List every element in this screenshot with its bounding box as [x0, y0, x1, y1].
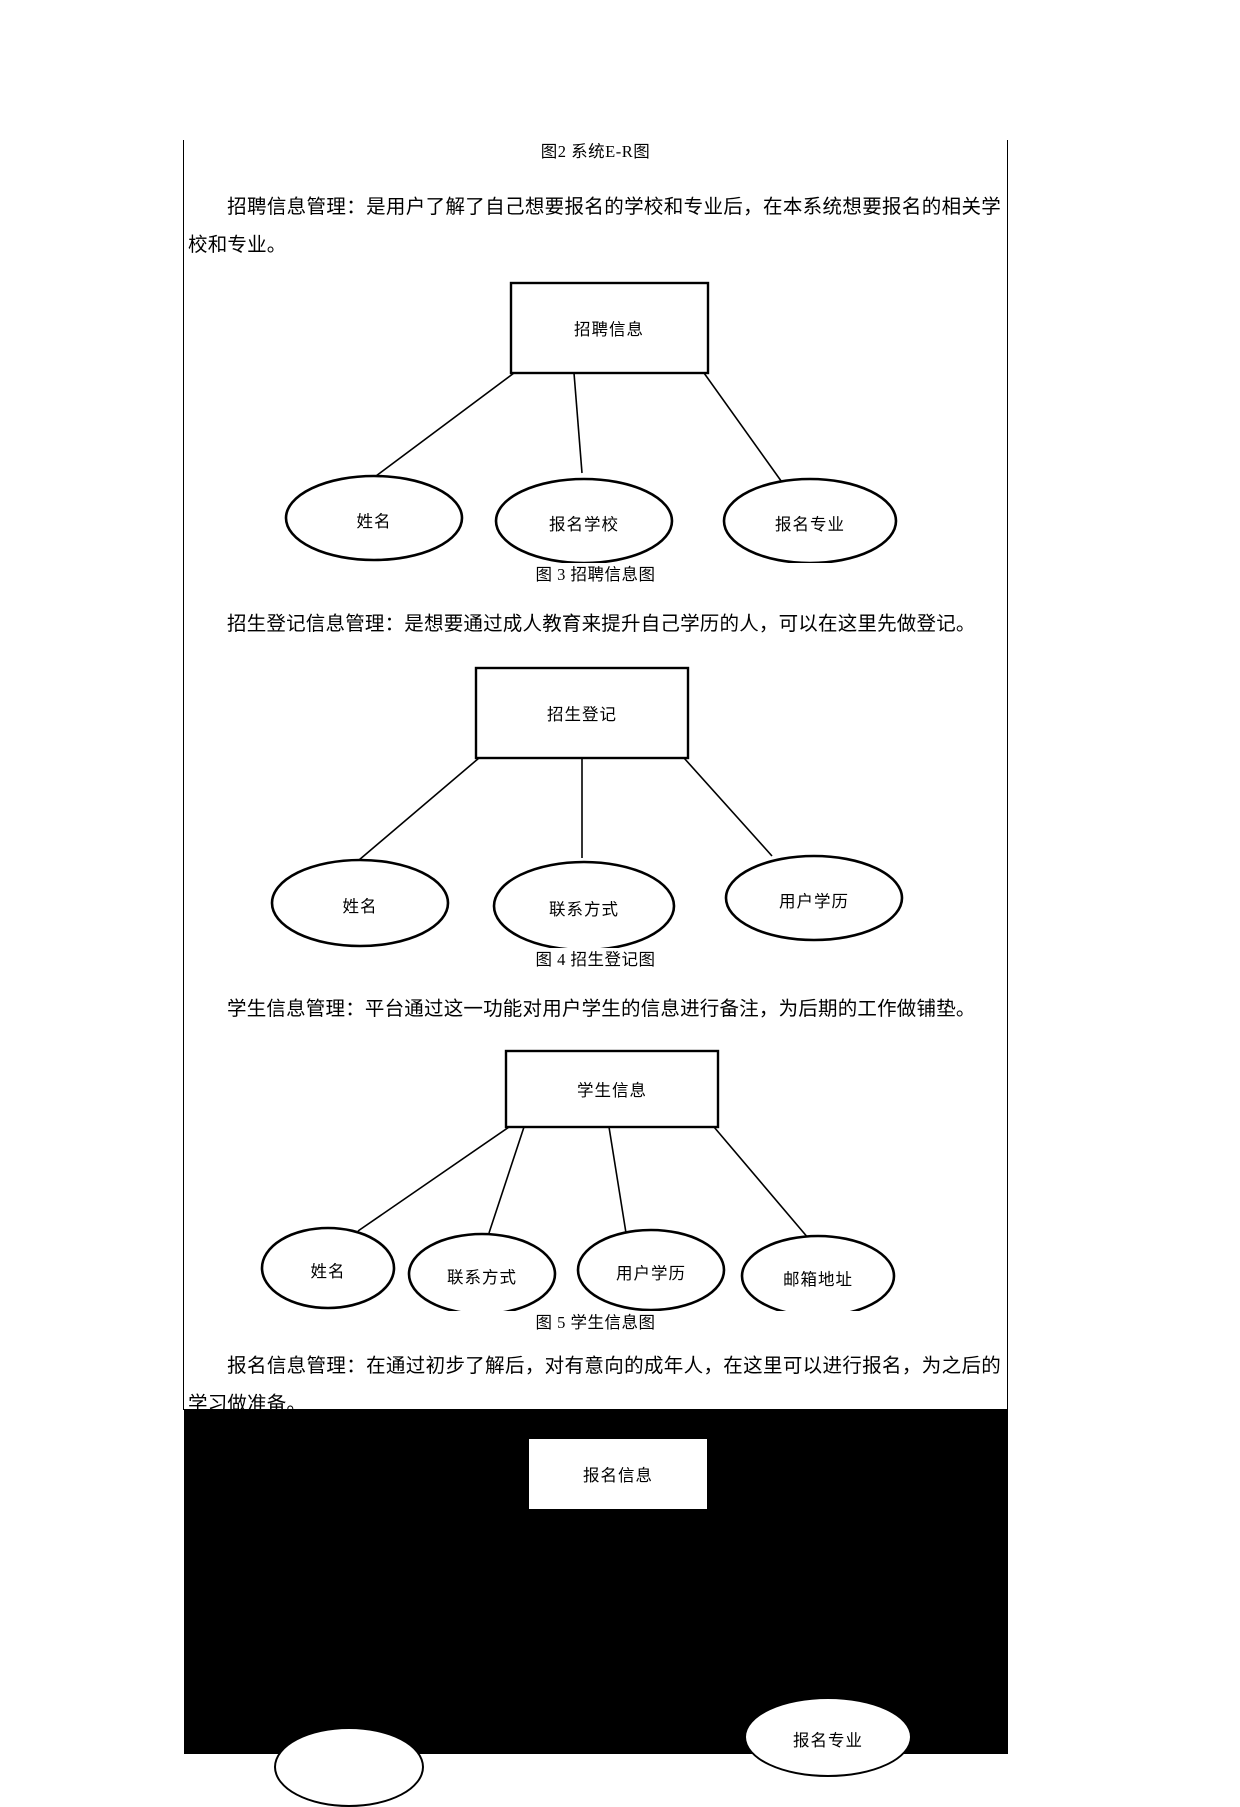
attribute-ellipse-1 [260, 1227, 396, 1310]
paragraph-text: 招聘信息管理：是用户了解了自己想要报名的学校和专业后，在本系统想要报名的相关学校… [188, 197, 1001, 257]
entity-label: 招生登记 [547, 705, 617, 725]
figure-2-caption: 图2 系统E-R图 [540, 142, 651, 161]
entity-box-registration [528, 1438, 708, 1510]
connector-line-3 [608, 1127, 627, 1234]
attribute-label-1: 姓名 [356, 512, 392, 532]
attribute-ellipse-registration-extra [274, 1727, 424, 1807]
connector-line-1 [357, 1126, 510, 1233]
attribute-label-1: 姓名 [342, 897, 378, 917]
paragraph-enrollment-registration: 招生登记信息管理：是想要通过成人教育来提升自己学历的人，可以在这里先做登记。 [184, 606, 1007, 644]
attribute-ellipse-3 [722, 477, 898, 564]
attribute-label-2: 联系方式 [447, 1268, 517, 1288]
attribute-label-2: 报名学校 [549, 515, 619, 535]
page-content: 图2 系统E-R图 招聘信息管理：是用户了解了自己想要报名的学校和专业后，在本系… [184, 140, 1007, 1424]
attribute-ellipse-3 [576, 1229, 726, 1312]
attribute-ellipse-2 [407, 1233, 557, 1312]
attribute-label-1: 姓名 [310, 1262, 346, 1282]
attribute-label-3: 用户学历 [779, 892, 849, 912]
figure-4-caption: 图 4 招生登记图 [535, 950, 656, 970]
paragraph-text: 报名信息管理：在通过初步了解后，对有意向的成年人，在这里可以进行报名，为之后的学… [188, 1356, 1001, 1416]
entity-box [504, 1050, 720, 1129]
connector-line-3 [683, 757, 773, 857]
attribute-label-registration-major: 报名专业 [793, 1731, 863, 1750]
figure-5-caption: 图 5 学生信息图 [535, 1313, 656, 1333]
scan-artifact-black-band: 报名信息 报名专业 [184, 1409, 1008, 1807]
document-page: 图2 系统E-R图 招聘信息管理：是用户了解了自己想要报名的学校和专业后，在本系… [183, 140, 1008, 1807]
connector-line-1 [371, 372, 515, 480]
paragraph-text: 招生登记信息管理：是想要通过成人教育来提升自己学历的人，可以在这里先做登记。 [227, 614, 976, 636]
page-rule-left [183, 140, 184, 1410]
attribute-ellipse-4 [740, 1235, 896, 1312]
connector-line-2 [488, 1127, 525, 1234]
entity-label-registration: 报名信息 [583, 1466, 653, 1485]
paragraph-recruitment-info: 招聘信息管理：是用户了解了自己想要报名的学校和专业后，在本系统想要报名的相关学校… [184, 189, 1007, 265]
attribute-ellipse-1 [270, 858, 450, 948]
attribute-label-2: 联系方式 [549, 900, 619, 920]
connector-line-4 [713, 1126, 810, 1240]
connector-line-3 [703, 372, 785, 486]
entity-label: 招聘信息 [574, 320, 644, 340]
page-rule-right [1007, 140, 1008, 1410]
attribute-label-4: 邮箱地址 [783, 1270, 853, 1290]
connector-line-1 [358, 757, 480, 861]
connector-line-2 [573, 373, 583, 474]
er-diagram-student-svg [260, 1050, 896, 1312]
attribute-label-3: 报名专业 [775, 515, 845, 535]
attribute-ellipse-2 [492, 860, 676, 949]
er-diagram-enrollment-svg [270, 667, 904, 949]
attribute-label-3: 用户学历 [616, 1264, 686, 1284]
er-diagram-recruitment: 招聘信息 姓名 报名学校 报名专业 [184, 273, 1007, 564]
er-diagram-recruitment-svg [284, 281, 898, 564]
attribute-ellipse-1 [284, 474, 464, 562]
attribute-ellipse-2 [494, 477, 674, 564]
paragraph-student-info: 学生信息管理：平台通过这一功能对用户学生的信息进行备注，为后期的工作做铺垫。 [184, 991, 1007, 1029]
paragraph-text: 学生信息管理：平台通过这一功能对用户学生的信息进行备注，为后期的工作做铺垫。 [227, 999, 976, 1021]
er-diagram-enrollment: 招生登记 姓名 联系方式 用户学历 [184, 658, 1007, 949]
entity-label: 学生信息 [577, 1081, 647, 1101]
entity-box [509, 281, 710, 375]
attribute-ellipse-3 [724, 854, 904, 942]
er-diagram-student: 学生信息 姓名 联系方式 用户学历 邮箱地址 [184, 1043, 1007, 1312]
figure-3-caption: 图 3 招聘信息图 [535, 565, 656, 585]
